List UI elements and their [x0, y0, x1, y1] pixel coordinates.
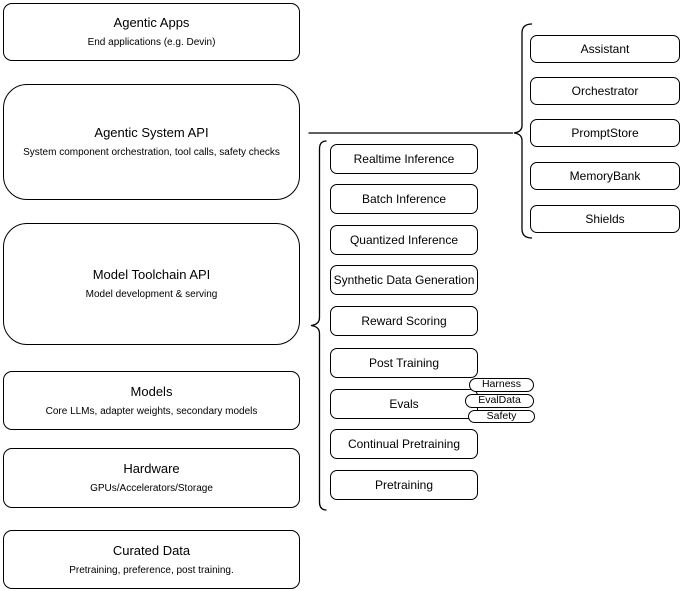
box-subtitle: Core LLMs, adapter weights, secondary mo…: [45, 405, 258, 417]
eval-badge-harness: Harness: [469, 378, 534, 392]
toolchain-item-pretraining: Pretraining: [330, 470, 478, 500]
system-component-orchestrator: Orchestrator: [530, 77, 680, 105]
toolchain-item-reward-scoring: Reward Scoring: [330, 306, 478, 336]
eval-badge-safety: Safety: [468, 409, 535, 423]
system-component-assistant: Assistant: [530, 35, 680, 63]
toolchain-item-realtime-inference: Realtime Inference: [330, 144, 478, 174]
box-title: Curated Data: [112, 542, 191, 558]
system-component-memorybank: MemoryBank: [530, 162, 680, 190]
box-title: Agentic Apps: [113, 15, 190, 30]
system-components-brace: [513, 23, 533, 239]
box-agentic-system-api: Agentic System API System component orch…: [3, 84, 300, 200]
box-subtitle: Pretraining, preference, post training.: [69, 564, 234, 576]
box-agentic-apps: Agentic Apps End applications (e.g. Devi…: [3, 3, 300, 61]
toolchain-item-quantized-inference: Quantized Inference: [330, 225, 478, 255]
box-subtitle: GPUs/Accelerators/Storage: [90, 483, 213, 494]
toolchain-item-evals: Evals: [330, 389, 478, 419]
system-component-promptstore: PromptStore: [530, 119, 680, 147]
box-title: Hardware: [123, 461, 180, 476]
toolchain-item-synthetic-data-generation: Synthetic Data Generation: [330, 265, 478, 295]
box-title: Model Toolchain API: [92, 267, 211, 282]
system-component-shields: Shields: [530, 205, 680, 233]
box-model-toolchain-api: Model Toolchain API Model development & …: [3, 223, 300, 345]
box-title: Models: [130, 383, 173, 399]
box-subtitle: Model development & serving: [85, 289, 218, 300]
eval-badge-evaldata: EvalData: [465, 394, 534, 408]
toolchain-item-post-training: Post Training: [330, 348, 478, 378]
toolchain-brace: [310, 140, 327, 511]
toolchain-item-batch-inference: Batch Inference: [330, 184, 478, 214]
box-hardware: Hardware GPUs/Accelerators/Storage: [3, 448, 300, 508]
box-subtitle: End applications (e.g. Devin): [87, 37, 216, 48]
box-title: Agentic System API: [94, 125, 209, 140]
box-subtitle: System component orchestration, tool cal…: [23, 147, 280, 158]
box-curated-data: Curated Data Pretraining, preference, po…: [3, 530, 300, 589]
toolchain-item-continual-pretraining: Continual Pretraining: [330, 429, 478, 459]
box-models: Models Core LLMs, adapter weights, secon…: [3, 371, 300, 430]
